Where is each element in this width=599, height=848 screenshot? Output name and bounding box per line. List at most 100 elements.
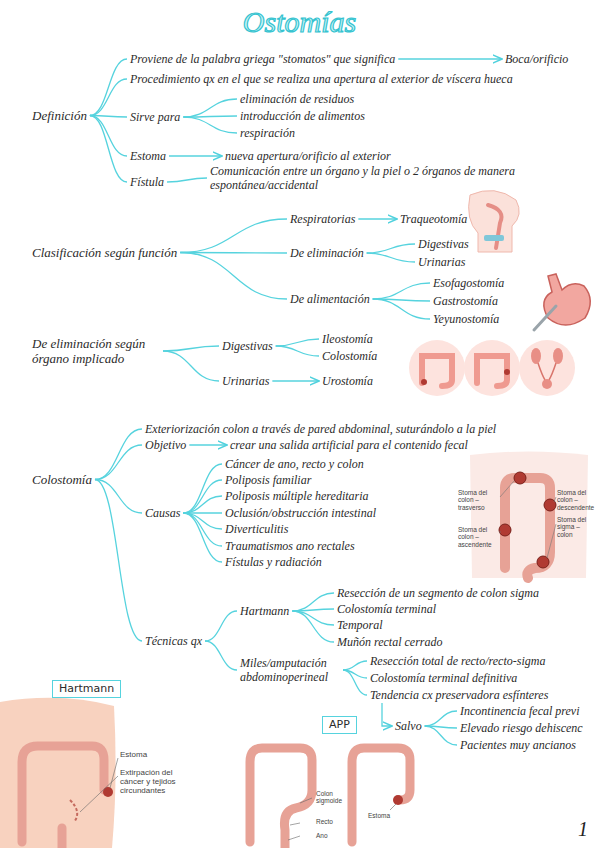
node-text: Resección de un segmento de colon sigma [337, 586, 539, 600]
topic-node: Sirve para [130, 110, 180, 124]
node-text: Gastrostomía [433, 294, 498, 308]
topic-node: Cáncer de ano, recto y colon [225, 457, 364, 471]
arrow-connector [189, 444, 227, 445]
node-text: Procedimiento qx en el que se realiza un… [130, 72, 513, 86]
branch-line [95, 429, 142, 480]
topic-node: De alimentación [290, 292, 370, 306]
node-text: Hartmann [59, 682, 114, 696]
node-text: Estoma [130, 149, 166, 163]
branch-line [183, 512, 222, 513]
topic-node: Diverticulitis [225, 522, 288, 536]
branch-line [180, 253, 287, 300]
kidney [531, 348, 541, 364]
branch-line [276, 339, 319, 346]
figure-label: Stoma del colon – trasverso [458, 489, 502, 511]
topic-node: crear una salida artificial para el cont… [230, 438, 468, 452]
topic-node: respiración [240, 126, 295, 140]
node-text: Digestivas [418, 237, 469, 251]
topic-node: Respiratorias [290, 212, 355, 226]
node-text: Urinarias [418, 255, 465, 269]
topic-node: Clasificación según función [32, 245, 177, 260]
branch-line [343, 661, 367, 670]
figure-label: Extirpación del cáncer y tejidos circund… [120, 768, 198, 796]
colon-frame [422, 356, 452, 386]
gastrostomy-tube [534, 306, 556, 330]
topic-node: Gastrostomía [433, 294, 498, 308]
figure-label: Stoma del colon – descendente [557, 489, 597, 511]
node-text: Incontinencia fecal previ [460, 704, 580, 718]
stomach [544, 274, 590, 325]
topic-node: Comunicación entre un órgano y la piel o… [210, 164, 545, 192]
node-text: Resección total de recto/recto-sigma [370, 654, 545, 668]
branch-line [425, 711, 457, 726]
topic-node: Fístula [130, 175, 164, 189]
branch-line [183, 116, 237, 117]
figure-label: Estoma [368, 812, 402, 819]
topic-node: Colostomía terminal definitiva [370, 671, 517, 685]
node-text: Cáncer de ano, recto y colon [225, 457, 364, 471]
resected-segment [70, 800, 77, 822]
branch-line [343, 670, 367, 678]
colon [505, 478, 550, 578]
branch-line [292, 611, 334, 642]
node-text: eliminación de residuos [240, 92, 354, 106]
topic-node: Fístulas y radiación [225, 555, 322, 569]
topic-node: Digestivas [222, 339, 273, 353]
branch-line [90, 116, 127, 157]
branch-line [95, 480, 142, 642]
node-text: Ileostomía [322, 332, 373, 346]
figure-label: Colon sigmoide [316, 790, 356, 805]
figure-label: Estoma [120, 750, 182, 759]
topic-node: Resección de un segmento de colon sigma [337, 586, 539, 600]
node-text: Proviene de la palabra griega "stomatos"… [130, 52, 395, 66]
topic-node: Poliposis múltiple hereditaria [225, 489, 369, 503]
branch-line [183, 513, 222, 529]
branch-line [183, 513, 222, 562]
topic-node: Hartmann [240, 604, 289, 618]
node-text: Miles/amputación abdominoperineal [240, 656, 340, 684]
branch-line [183, 513, 222, 546]
node-text: Poliposis múltiple hereditaria [225, 489, 369, 503]
node-text: De alimentación [290, 292, 370, 306]
hartmann-illustration [0, 698, 118, 848]
topic-node: Tendencia cx preservadora esfínteres [370, 688, 548, 702]
branch-line [95, 445, 142, 480]
node-text: Urinarias [222, 374, 269, 388]
branch-line [180, 252, 287, 254]
leader-lines [288, 798, 312, 840]
arrow-connector [169, 155, 222, 156]
topic-node: Urostomía [322, 374, 373, 388]
node-text: Urostomía [322, 374, 373, 388]
node-text: nueva apertura/orificio al exterior [225, 149, 391, 163]
colon-after-resection [352, 748, 410, 842]
node-text: De eliminación [290, 246, 364, 260]
node-text: Pacientes muy ancianos [460, 738, 576, 752]
node-text: Tendencia cx preservadora esfínteres [370, 688, 548, 702]
stomach-icon [534, 274, 590, 330]
topic-node: Miles/amputación abdominoperineal [240, 656, 340, 684]
title: Ostomías [0, 4, 599, 40]
node-text: Clasificación según función [32, 245, 177, 260]
branch-line [90, 116, 127, 183]
branch-line [180, 219, 287, 253]
rectal-stump [58, 828, 67, 848]
icon-circle [464, 340, 520, 396]
head-profile [469, 191, 520, 252]
stoma [499, 524, 511, 536]
topic-node: Exteriorización colon a través de pared … [145, 422, 496, 436]
topic-node: Ileostomía [322, 332, 373, 346]
branch-line [90, 59, 127, 116]
topic-node: Definición [32, 108, 87, 123]
topic-node: Causas [145, 506, 180, 520]
topic-node: Objetivo [145, 438, 186, 452]
figure-tag: Hartmann [52, 680, 121, 698]
node-text: Respiratorias [290, 212, 355, 226]
topic-node: Yeyunostomía [433, 312, 499, 326]
node-text: respiración [240, 126, 295, 140]
ostomy-icons [409, 340, 575, 396]
node-text: Oclusión/obstrucción intestinal [225, 506, 376, 520]
branch-line [90, 79, 127, 116]
branch-line [183, 99, 237, 117]
topic-node: Pacientes muy ancianos [460, 738, 576, 752]
branch-line [95, 480, 142, 514]
